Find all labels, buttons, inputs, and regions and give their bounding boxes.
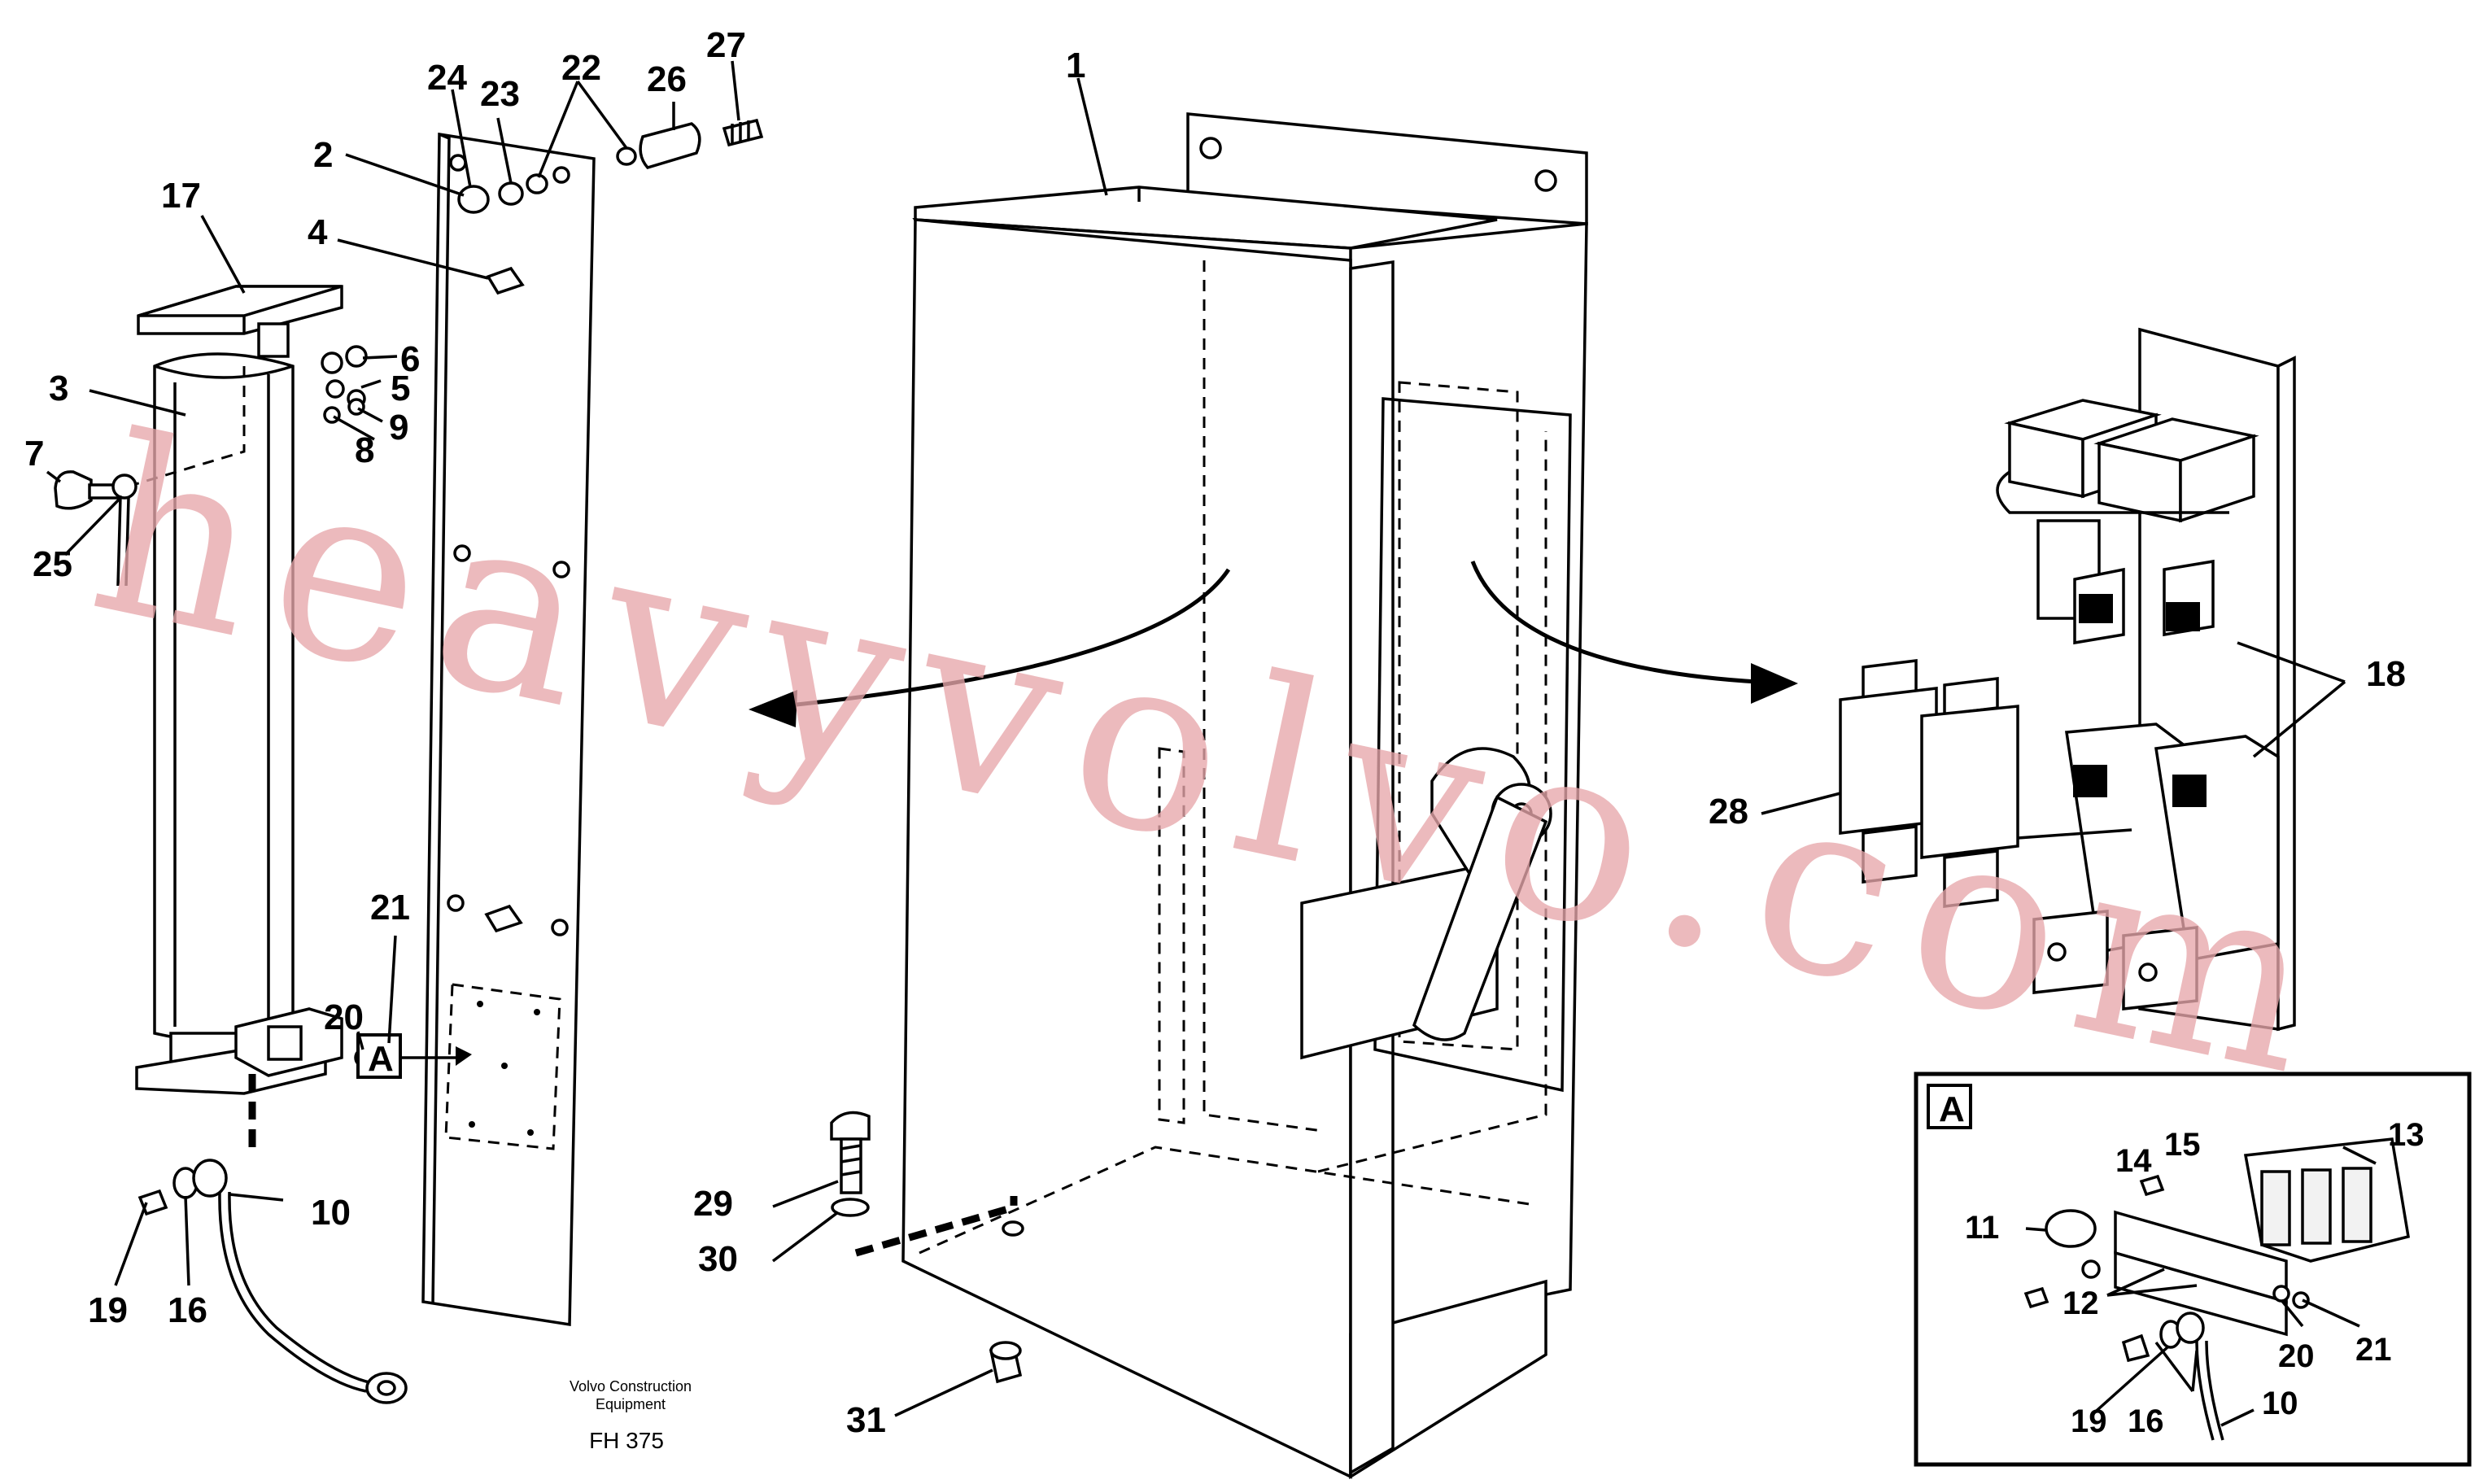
figure-code: FH 375 <box>589 1428 664 1453</box>
label-20: 20 <box>324 997 364 1037</box>
label-7: 7 <box>24 434 44 474</box>
top-fastener-stack <box>457 118 764 214</box>
label-26: 26 <box>647 59 687 99</box>
cabinet-floor-fasteners <box>830 1111 1023 1384</box>
cylinder-top-hardware <box>54 345 368 510</box>
cylinder-assembly <box>116 285 343 1155</box>
label-10-detail: 10 <box>2262 1386 2298 1421</box>
label-29: 29 <box>693 1184 733 1224</box>
detail-a-plate-letter: A <box>368 1039 394 1079</box>
label-19-detail: 19 <box>2071 1403 2107 1439</box>
label-1: 1 <box>1066 46 1085 85</box>
label-18: 18 <box>2366 654 2406 694</box>
label-9: 9 <box>389 408 408 447</box>
label-5: 5 <box>391 369 410 408</box>
detail-a-box-letter: A <box>1939 1089 1965 1129</box>
label-15: 15 <box>2164 1127 2201 1163</box>
mounting-plate <box>421 132 596 1327</box>
label-27: 27 <box>706 25 746 65</box>
label-19: 19 <box>88 1290 128 1330</box>
label-2: 2 <box>313 135 333 175</box>
part-number-labels: 1 2 3 4 5 6 7 8 9 10 19 16 17 20 21 22 2… <box>24 25 2425 1440</box>
label-20-detail: 20 <box>2278 1338 2315 1374</box>
label-11: 11 <box>1965 1210 1999 1246</box>
maker-line-2: Equipment <box>596 1396 666 1412</box>
label-28: 28 <box>1709 792 1748 831</box>
label-12: 12 <box>2062 1285 2099 1321</box>
label-30: 30 <box>698 1239 738 1279</box>
label-16: 16 <box>168 1290 207 1330</box>
label-17: 17 <box>161 176 201 216</box>
label-8: 8 <box>355 430 374 470</box>
figure-footer: Volvo Construction Equipment FH 375 <box>570 1378 692 1453</box>
electrical-cabinet <box>749 112 1798 1480</box>
label-21-detail: 21 <box>2355 1332 2392 1368</box>
detail-a-box <box>1914 1072 2472 1467</box>
label-22: 22 <box>561 48 601 88</box>
label-10: 10 <box>311 1193 351 1233</box>
detail-a-callout <box>356 1033 472 1079</box>
fuse-block-assembly <box>1839 327 2296 1032</box>
label-4: 4 <box>308 212 328 252</box>
label-14: 14 <box>2115 1143 2152 1179</box>
label-3: 3 <box>49 369 68 408</box>
label-16-detail: 16 <box>2128 1403 2164 1439</box>
label-31: 31 <box>846 1400 886 1440</box>
label-6: 6 <box>400 339 420 379</box>
label-21: 21 <box>370 888 410 928</box>
label-25: 25 <box>33 544 72 584</box>
ground-lead-left <box>138 1159 408 1404</box>
maker-line-1: Volvo Construction <box>570 1378 692 1395</box>
label-24: 24 <box>427 58 467 98</box>
label-23: 23 <box>480 74 520 114</box>
label-13: 13 <box>2388 1117 2425 1153</box>
leader-lines <box>46 60 2377 1427</box>
